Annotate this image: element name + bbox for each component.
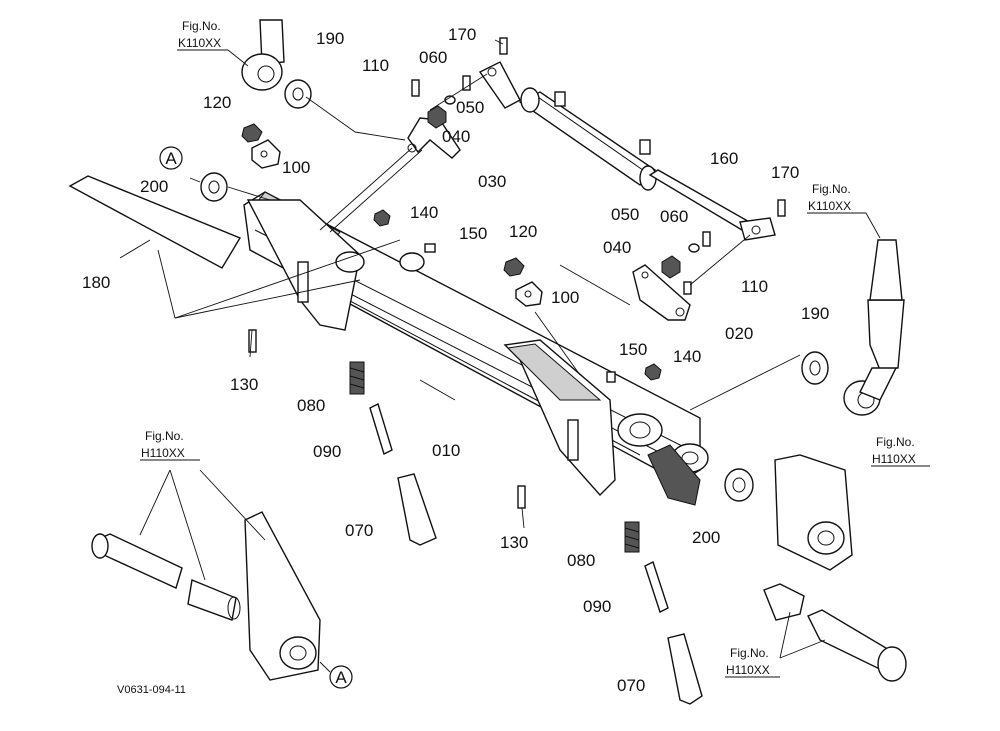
part-label: 010 bbox=[432, 441, 460, 460]
fig-ref-title: Fig.No. bbox=[730, 646, 769, 660]
leader-lines bbox=[119, 39, 826, 673]
callout-a-top: A bbox=[159, 146, 183, 170]
part-label: 080 bbox=[567, 551, 595, 570]
part-label: 060 bbox=[660, 207, 688, 226]
link-030 bbox=[319, 117, 461, 233]
part-label: 140 bbox=[410, 203, 438, 222]
part-label: 060 bbox=[419, 48, 447, 67]
part-labels: 190 170 110 060 050 040 030 120 100 200 … bbox=[82, 25, 829, 695]
part-label: 130 bbox=[230, 375, 258, 394]
fig-ref-code: K110XX bbox=[178, 36, 221, 50]
callout-letter: A bbox=[335, 668, 347, 687]
part-label: 150 bbox=[459, 224, 487, 243]
fig-ref-code: H110XX bbox=[872, 452, 916, 466]
part-label: 100 bbox=[551, 288, 579, 307]
fig-ref-code: H110XX bbox=[726, 663, 770, 677]
part-label: 090 bbox=[583, 597, 611, 616]
fig-ref-title: Fig.No. bbox=[182, 19, 221, 33]
fig-ref-code: K110XX bbox=[808, 199, 851, 213]
fig-ref-title: Fig.No. bbox=[812, 182, 851, 196]
fig-ref-h110xx-bottom: Fig.No. H110XX bbox=[725, 646, 780, 678]
part-label: 090 bbox=[313, 442, 341, 461]
hardware bbox=[241, 37, 786, 705]
part-label: 070 bbox=[617, 676, 645, 695]
part-label: 170 bbox=[448, 25, 476, 44]
main-beam-010 bbox=[243, 191, 709, 506]
decal-180 bbox=[68, 175, 401, 319]
part-label: 200 bbox=[140, 177, 168, 196]
part-label: 030 bbox=[478, 172, 506, 191]
fig-ref-k110xx-top: Fig.No. K110XX bbox=[177, 19, 249, 67]
part-label: 150 bbox=[619, 340, 647, 359]
diagram-code: V0631-094-11 bbox=[117, 684, 186, 696]
fig-ref-code: H110XX bbox=[141, 446, 185, 460]
part-label: 020 bbox=[725, 324, 753, 343]
part-label: 110 bbox=[362, 56, 389, 75]
part-label: 190 bbox=[801, 304, 829, 323]
fig-ref-k110xx-right: Fig.No. K110XX bbox=[807, 182, 881, 239]
fig-ref-title: Fig.No. bbox=[145, 429, 184, 443]
k110xx-cylinder-right bbox=[843, 239, 905, 416]
part-label: 080 bbox=[297, 396, 325, 415]
k110xx-cylinder-top bbox=[241, 19, 285, 91]
part-label: 050 bbox=[456, 98, 484, 117]
part-label: 110 bbox=[741, 277, 768, 296]
part-label: 170 bbox=[771, 163, 799, 182]
part-label: 120 bbox=[509, 222, 537, 241]
part-label: 200 bbox=[692, 528, 720, 547]
part-label: 040 bbox=[603, 238, 631, 257]
part-label: 130 bbox=[500, 533, 528, 552]
part-label: 050 bbox=[611, 205, 639, 224]
part-label: 070 bbox=[345, 521, 373, 540]
part-label: 100 bbox=[282, 158, 310, 177]
fig-ref-title: Fig.No. bbox=[876, 435, 915, 449]
h110xx-frame-right bbox=[763, 454, 907, 682]
part-label: 180 bbox=[82, 273, 110, 292]
part-label: 040 bbox=[442, 127, 470, 146]
part-label: 160 bbox=[710, 149, 738, 168]
part-label: 120 bbox=[203, 93, 231, 112]
callout-letter: A bbox=[165, 149, 177, 168]
washers bbox=[200, 79, 829, 502]
link-020 bbox=[632, 264, 691, 321]
part-label: 190 bbox=[316, 29, 344, 48]
fig-ref-h110xx-right: Fig.No. H110XX bbox=[871, 435, 930, 467]
cylinder-160 bbox=[478, 61, 776, 241]
h110xx-frame-left bbox=[91, 511, 321, 681]
fig-ref-h110xx-left: Fig.No. H110XX bbox=[140, 429, 200, 461]
part-label: 140 bbox=[673, 347, 701, 366]
callout-a-bottom: A bbox=[329, 665, 353, 689]
